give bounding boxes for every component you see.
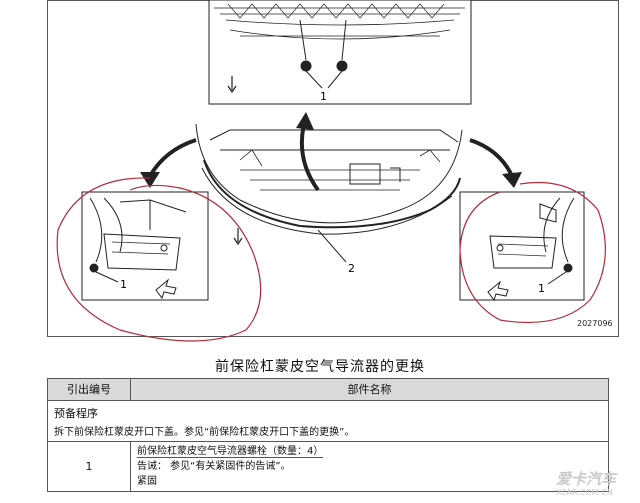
header-part-name: 部件名称 xyxy=(130,378,609,401)
top-inset xyxy=(208,0,472,105)
table-row: 预备程序 拆下前保险杠蒙皮开口下盖。参见“前保险杠蒙皮开口下盖的更换”。 xyxy=(47,400,609,442)
arrows xyxy=(140,112,522,192)
prep-title: 预备程序 xyxy=(54,407,98,420)
table-row: 1 前保险杠蒙皮空气导流器螺栓（数量：4） 告诫： 参见“有关紧固件的告诫”。 … xyxy=(47,441,609,492)
step-part: 前保险杠蒙皮空气导流器螺栓（数量：4） xyxy=(137,446,324,458)
header-callout-no: 引出编号 xyxy=(47,378,131,401)
callout-top: 1 xyxy=(320,90,327,103)
callout-right: 1 xyxy=(538,282,545,295)
center-bumper xyxy=(195,123,463,263)
step-tighten: 紧固 xyxy=(137,476,157,487)
left-inset xyxy=(81,191,209,301)
red-annotations xyxy=(56,177,606,342)
prep-text: 拆下前保险杠蒙皮开口下盖。参见“前保险杠蒙皮开口下盖的更换”。 xyxy=(54,427,355,438)
step-cell: 前保险杠蒙皮空气导流器螺栓（数量：4） 告诫： 参见“有关紧固件的告诫”。 紧固 xyxy=(130,441,609,492)
bumper-diagram: 1 2 1 xyxy=(56,0,606,342)
right-inset xyxy=(459,191,585,302)
watermark-url: XCAR.COM.CN xyxy=(556,488,613,497)
prep-cell: 预备程序 拆下前保险杠蒙皮开口下盖。参见“前保险杠蒙皮开口下盖的更换”。 xyxy=(47,400,609,442)
page-title: 前保险杠蒙皮空气导流器的更换 xyxy=(215,359,425,375)
figure-id: 2027096 xyxy=(577,319,613,328)
table-header: 引出编号 部件名称 xyxy=(47,378,609,401)
callout-left: 1 xyxy=(120,278,127,291)
callout-center: 2 xyxy=(348,262,355,275)
parts-table: 引出编号 部件名称 预备程序 拆下前保险杠蒙皮开口下盖。参见“前保险杠蒙皮开口下… xyxy=(47,378,609,492)
step-number: 1 xyxy=(47,441,131,492)
step-caution: 告诫： 参见“有关紧固件的告诫”。 xyxy=(137,461,291,472)
watermark-logo: 爱卡汽车 xyxy=(556,470,617,488)
